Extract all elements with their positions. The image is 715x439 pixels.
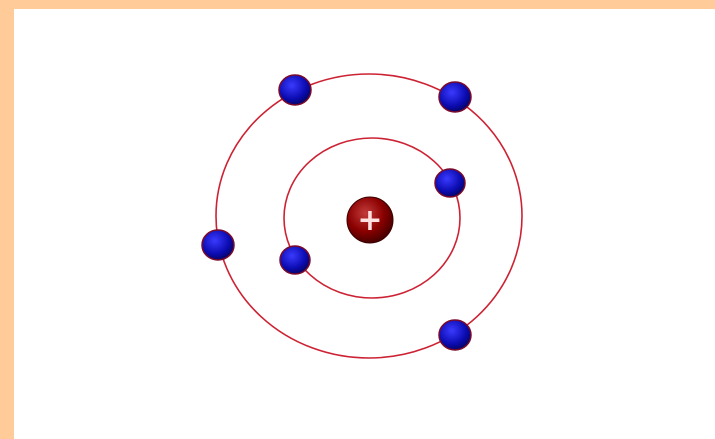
electron-outer-2 <box>439 82 471 112</box>
nucleus-charge-label: + <box>357 203 382 238</box>
electron-outer-3 <box>202 230 234 260</box>
electron-outer-4 <box>439 320 471 350</box>
electron-outer-1 <box>279 75 311 105</box>
electron-inner-1 <box>435 169 465 197</box>
nucleus: + <box>347 197 393 243</box>
electron-inner-2 <box>280 246 310 274</box>
